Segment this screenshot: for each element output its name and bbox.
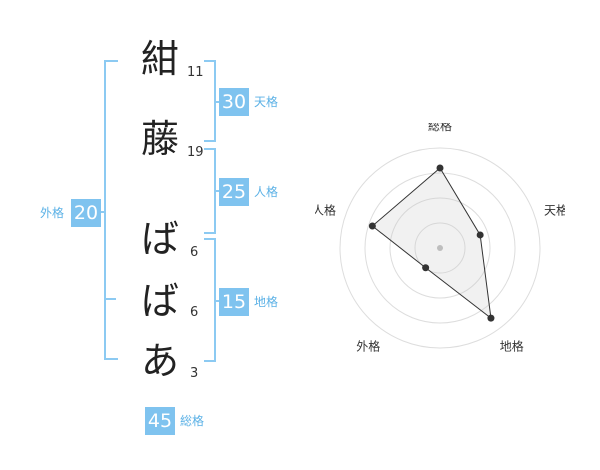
radar-center bbox=[437, 245, 443, 251]
radar-area bbox=[371, 167, 492, 320]
name-char-2: 藤 bbox=[140, 117, 179, 161]
chikaku-connector bbox=[214, 300, 220, 302]
radar-point-3 bbox=[487, 314, 495, 322]
tenkaku-badge: 30 bbox=[219, 88, 249, 116]
name-char-5: あ bbox=[140, 339, 179, 383]
radar-point-4 bbox=[422, 264, 430, 272]
radar-axis-label-5: 人格 bbox=[315, 202, 336, 217]
stroke-count-1: 11 bbox=[187, 65, 204, 80]
jinkaku-label: 人格 bbox=[254, 185, 279, 199]
tenkaku-connector bbox=[214, 101, 220, 103]
gaikaku-bracket bbox=[104, 60, 118, 360]
radar-axis-label-3: 地格 bbox=[500, 339, 524, 354]
gaikaku-badge: 20 bbox=[71, 199, 101, 227]
radar-point-1 bbox=[436, 164, 444, 172]
radar-point-2 bbox=[476, 231, 484, 239]
name-char-1: 紺 bbox=[140, 37, 179, 81]
soukaku-label: 総格 bbox=[180, 414, 205, 428]
stroke-count-4: 6 bbox=[190, 305, 199, 320]
chikaku-badge: 15 bbox=[219, 288, 249, 316]
radar-point-5 bbox=[368, 222, 376, 230]
radar-grid bbox=[339, 147, 541, 349]
radar-ring bbox=[339, 147, 541, 349]
radar-axis-label-2: 天格 bbox=[544, 202, 565, 217]
soukaku-badge: 45 bbox=[145, 407, 175, 435]
jinkaku-connector bbox=[214, 190, 220, 192]
gaikaku-label: 外格 bbox=[40, 206, 65, 220]
radar-ring bbox=[414, 222, 466, 274]
jinkaku-badge: 25 bbox=[219, 178, 249, 206]
name-char-3: ば bbox=[140, 217, 179, 261]
radar-ring bbox=[364, 172, 516, 324]
tenkaku-label: 天格 bbox=[254, 95, 279, 109]
chikaku-label: 地格 bbox=[254, 295, 279, 309]
gaikaku-connector bbox=[98, 211, 106, 213]
radar-ring bbox=[389, 197, 491, 299]
stroke-count-5: 3 bbox=[190, 366, 199, 381]
name-char-4: ば bbox=[140, 279, 179, 323]
gaikaku-divider bbox=[104, 298, 116, 300]
radar-axis-label-1: 総格 bbox=[428, 123, 452, 133]
stroke-count-2: 19 bbox=[187, 145, 204, 160]
stroke-count-3: 6 bbox=[190, 245, 199, 260]
radar-axis-label-4: 外格 bbox=[356, 339, 380, 354]
